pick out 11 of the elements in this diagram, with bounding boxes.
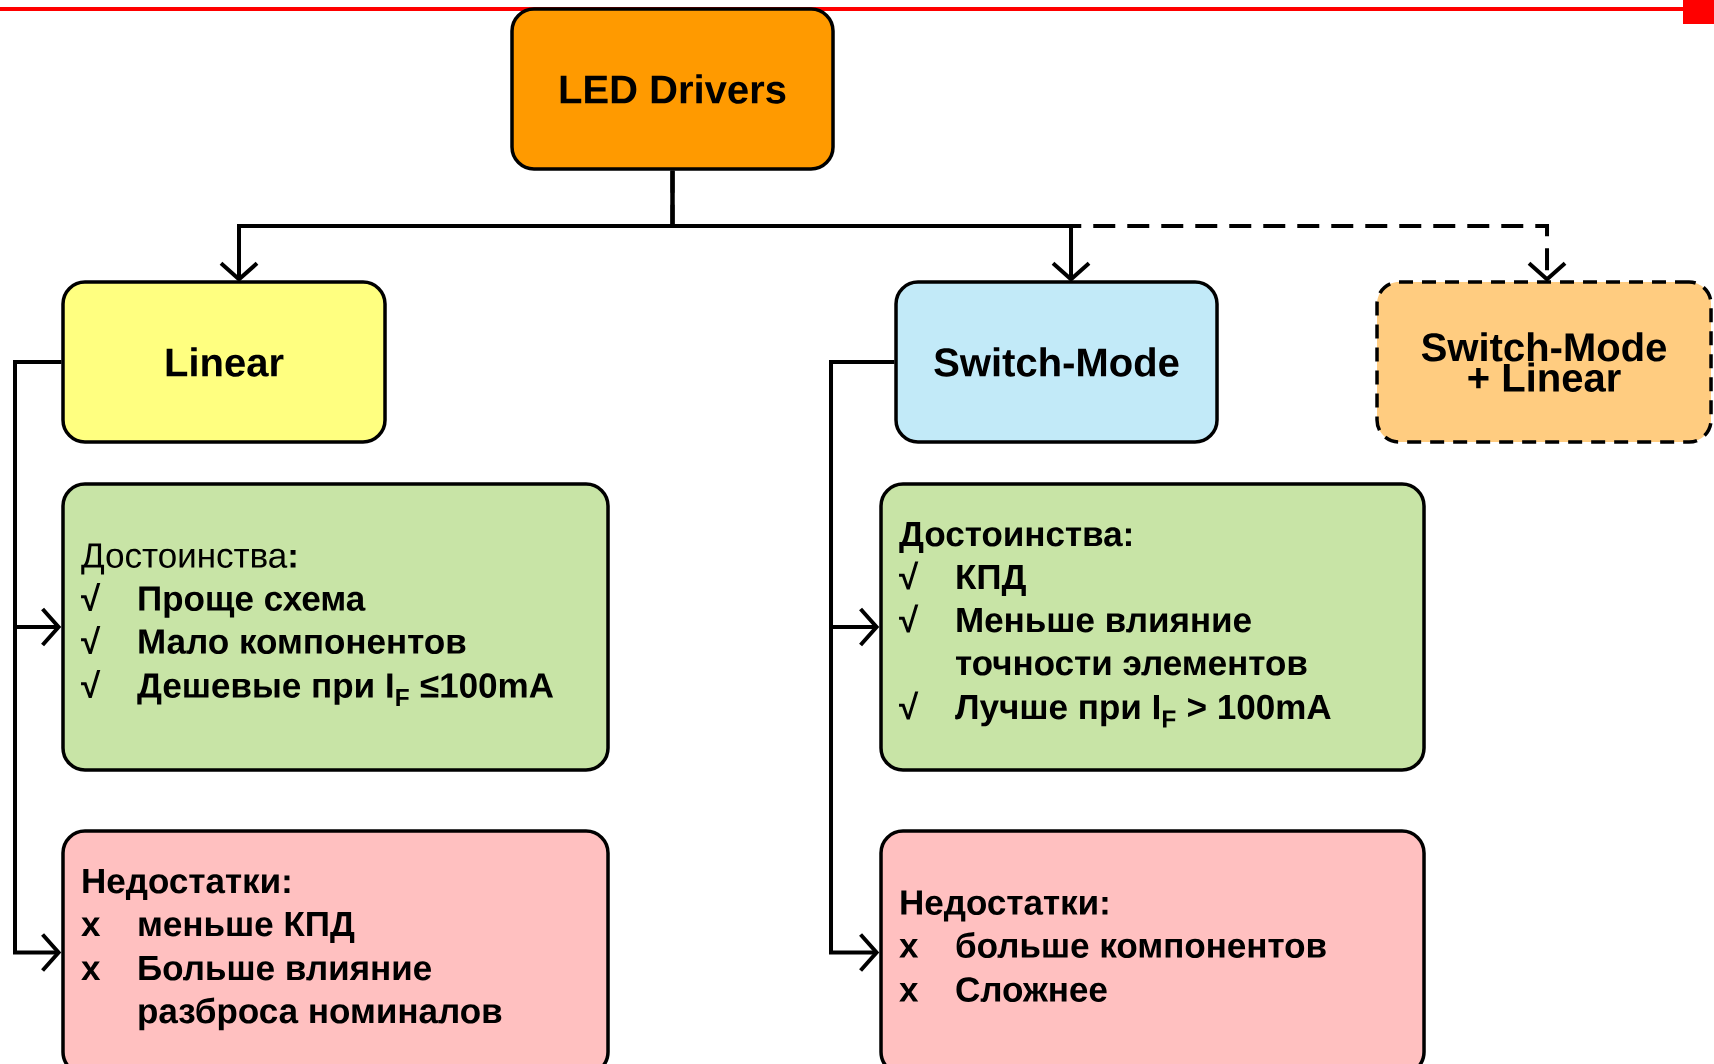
arrow <box>13 360 62 972</box>
disadvantages-box: Недостатки: x больше компонентов x Сложнее <box>879 829 1426 1064</box>
disadvantages-box: Недостатки: x меньше КПД x Больше влияние разброса номиналов <box>61 829 610 1064</box>
arrow <box>670 170 1567 282</box>
advantages-box: Достоинства: √ КПД √ Меньше влияние точности элементов √ Лучше при I$_{F}$ > 100mA <box>879 482 1426 772</box>
category-box: Switch-Mode <box>894 280 1219 444</box>
advantages-box: Достоинства: √ Проще схема √ Мало компонентов √ Дешевые при I$_{F}$ ≤100mA <box>61 482 610 772</box>
root-box: LED Drivers <box>510 7 835 171</box>
category-box: Switch-Mode + Linear <box>1375 280 1713 444</box>
category-box: Linear <box>61 280 387 444</box>
arrow <box>829 360 895 972</box>
